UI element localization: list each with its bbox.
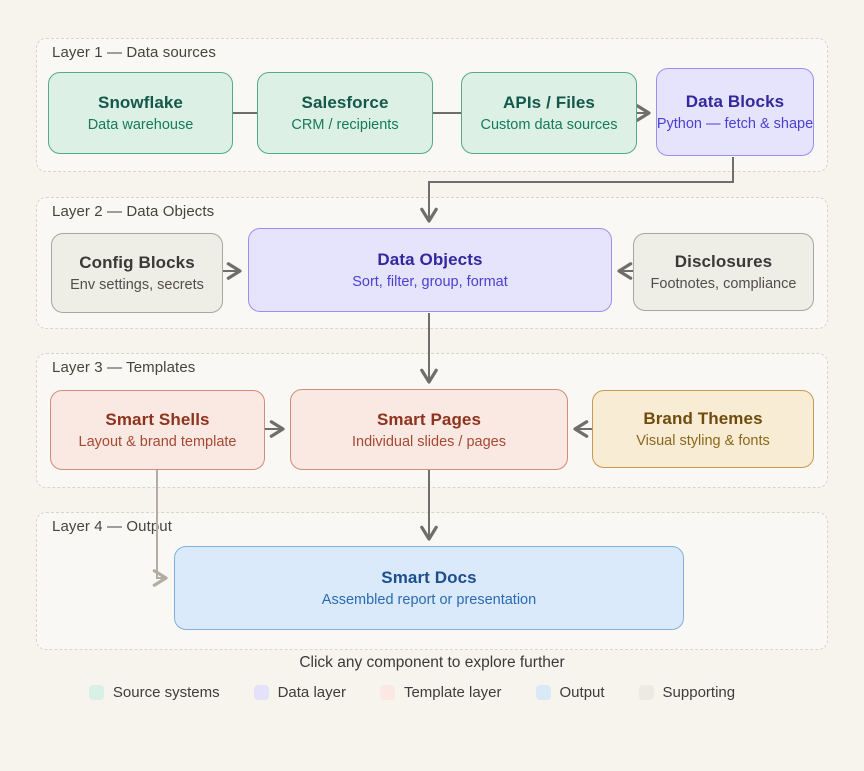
node-smart-shells[interactable]: Smart Shells Layout & brand template (50, 390, 265, 470)
legend-item-output: Output (535, 684, 605, 701)
node-brand-themes-subtitle: Visual styling & fonts (636, 433, 770, 449)
layer-4-label: Layer 4 — Output (52, 518, 172, 535)
legend-label-output: Output (559, 684, 605, 701)
legend-label-supporting: Supporting (662, 684, 736, 701)
node-data-objects[interactable]: Data Objects Sort, filter, group, format (248, 228, 612, 312)
node-snowflake[interactable]: Snowflake Data warehouse (48, 72, 233, 154)
node-data-objects-subtitle: Sort, filter, group, format (352, 274, 508, 290)
node-salesforce[interactable]: Salesforce CRM / recipients (257, 72, 433, 154)
node-disclosures[interactable]: Disclosures Footnotes, compliance (633, 233, 814, 311)
node-salesforce-title: Salesforce (301, 93, 389, 112)
node-smart-docs[interactable]: Smart Docs Assembled report or presentat… (174, 546, 684, 630)
legend-item-template-layer: Template layer (379, 684, 502, 701)
legend-swatch-supporting (638, 685, 654, 700)
node-disclosures-title: Disclosures (674, 252, 773, 271)
layer-3-label: Layer 3 — Templates (52, 359, 196, 376)
legend-swatch-template (379, 685, 395, 700)
legend-item-data-layer: Data layer (253, 684, 346, 701)
interaction-hint: Click any component to explore further (299, 654, 565, 671)
legend-label-data: Data layer (277, 684, 346, 701)
node-apis-files-title: APIs / Files (503, 93, 595, 112)
layer-1-label: Layer 1 — Data sources (52, 44, 216, 61)
node-data-blocks[interactable]: Data Blocks Python — fetch & shape (656, 68, 814, 156)
node-data-objects-title: Data Objects (377, 250, 483, 269)
node-disclosures-subtitle: Footnotes, compliance (650, 276, 797, 292)
node-smart-shells-subtitle: Layout & brand template (78, 434, 237, 450)
node-apis-files-subtitle: Custom data sources (480, 117, 618, 133)
node-config-blocks[interactable]: Config Blocks Env settings, secrets (51, 233, 223, 313)
node-smart-docs-subtitle: Assembled report or presentation (321, 592, 537, 608)
node-smart-docs-title: Smart Docs (381, 568, 477, 587)
node-salesforce-subtitle: CRM / recipients (291, 117, 399, 133)
node-data-blocks-title: Data Blocks (685, 92, 785, 111)
node-config-blocks-title: Config Blocks (79, 253, 195, 272)
legend-swatch-data (253, 685, 269, 700)
node-smart-pages[interactable]: Smart Pages Individual slides / pages (290, 389, 568, 470)
node-brand-themes[interactable]: Brand Themes Visual styling & fonts (592, 390, 814, 468)
legend: Source systems Data layer Template layer… (0, 684, 824, 701)
node-brand-themes-title: Brand Themes (643, 409, 763, 428)
node-smart-shells-title: Smart Shells (105, 410, 210, 429)
node-snowflake-subtitle: Data warehouse (87, 117, 194, 133)
node-smart-pages-subtitle: Individual slides / pages (352, 433, 506, 450)
node-apis-files[interactable]: APIs / Files Custom data sources (461, 72, 637, 154)
legend-swatch-source (88, 685, 104, 700)
legend-item-source-systems: Source systems (88, 684, 220, 701)
legend-swatch-output (535, 685, 551, 700)
node-config-blocks-subtitle: Env settings, secrets (70, 277, 204, 293)
legend-label-template: Template layer (403, 684, 502, 701)
legend-item-supporting: Supporting (638, 684, 736, 701)
node-snowflake-title: Snowflake (98, 93, 183, 112)
node-data-blocks-subtitle: Python — fetch & shape (656, 116, 814, 132)
layer-2-label: Layer 2 — Data Objects (52, 203, 215, 220)
legend-label-source: Source systems (112, 684, 220, 701)
node-smart-pages-title: Smart Pages (376, 409, 482, 429)
